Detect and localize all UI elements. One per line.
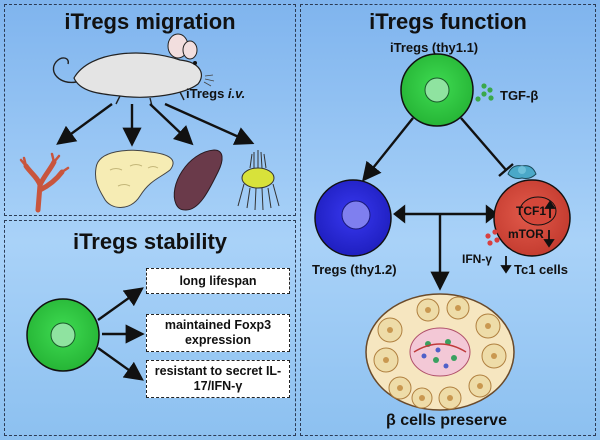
pancreas-icon [95, 149, 174, 208]
migration-panel: iTregs migration [4, 4, 296, 216]
trait-box: maintained Foxp3 expression [146, 314, 290, 352]
trait-box: long lifespan [146, 268, 290, 294]
mtor-label: mTOR [508, 227, 544, 241]
migration-arrows [56, 102, 255, 147]
injection-label: iTregs i.v. [186, 86, 246, 101]
tgf-label: TGF-β [500, 88, 539, 103]
trait-box: resistant to secret IL-17/IFN-γ [146, 360, 290, 398]
ifn-label: IFN-γ [462, 252, 492, 266]
treg-label: Tregs (thy1.2) [312, 262, 397, 277]
mouse-icon [52, 33, 215, 107]
function-title: iTregs function [369, 9, 527, 34]
stability-title: iTregs stability [72, 229, 228, 254]
stability-panel: iTregs stability [4, 220, 296, 436]
itreg-label: iTregs (thy1.1) [390, 40, 479, 55]
stability-itreg-cell [26, 298, 100, 372]
spleen-icon [173, 149, 223, 211]
tc1-label: Tc1 cells [514, 262, 568, 277]
tgf-dots [475, 83, 494, 102]
tc1-cell [493, 179, 571, 257]
lymph-node-icon [237, 150, 280, 211]
vessel-icon [19, 152, 70, 213]
beta-cells-label: β cells preserve [386, 412, 507, 429]
migration-title: iTregs migration [64, 9, 236, 34]
ifn-dots [485, 229, 500, 246]
itreg-cell [400, 53, 474, 127]
function-arrows [362, 117, 514, 291]
injection-route: i.v. [227, 86, 246, 101]
islet-icon [365, 293, 515, 411]
stability-arrows [97, 287, 145, 381]
tcf-label: TCF1 [516, 204, 546, 218]
treg-cell [314, 179, 392, 257]
down-arrow-icons [500, 230, 555, 274]
up-arrow-icon [544, 200, 556, 218]
function-panel: iTregs function [300, 4, 596, 436]
receptor-icon [507, 165, 537, 179]
